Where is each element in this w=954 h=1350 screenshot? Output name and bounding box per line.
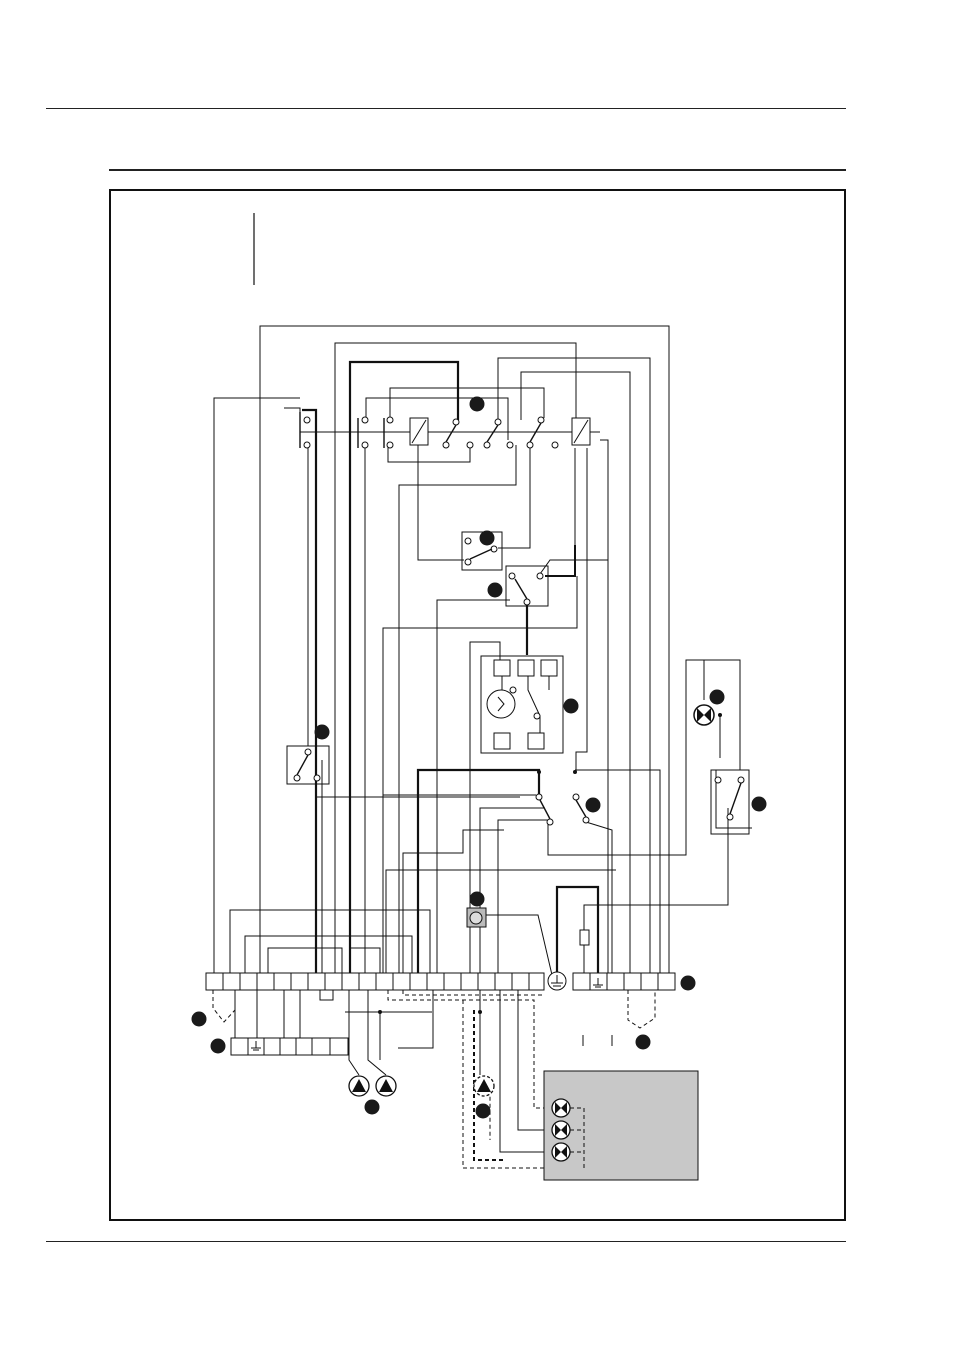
callout-marker [470,892,485,907]
callout-marker [564,699,579,714]
callout-marker [470,397,485,412]
callout-marker [752,797,767,812]
earth-terminal-strip [231,1038,348,1055]
timer-clock-icon [487,690,515,718]
relay-contacts [294,417,744,825]
callout-marker [315,725,330,740]
main-terminal-strip [206,973,544,990]
wires [214,326,752,1152]
figure-frame [110,190,845,1220]
callout-marker [192,1012,207,1027]
callout-marker [636,1035,651,1050]
callout-marker [681,976,696,991]
callout-marker [710,690,725,705]
callout-marker [586,798,601,813]
relay-bars [297,412,741,819]
callout-marker [480,531,495,546]
callout-marker [211,1039,226,1054]
lamp-icon [552,1099,570,1161]
sensor-icon [467,908,486,927]
indicator-lamp-icon [694,705,714,725]
callout-marker [488,583,503,598]
callout-marker [476,1104,491,1119]
remote-lamp-panel [544,1071,698,1180]
earth-icon [548,972,566,990]
pump-icons [349,1076,494,1096]
callout-markers [192,397,767,1119]
callout-marker [365,1100,380,1115]
mains-terminal-strip [573,973,675,990]
